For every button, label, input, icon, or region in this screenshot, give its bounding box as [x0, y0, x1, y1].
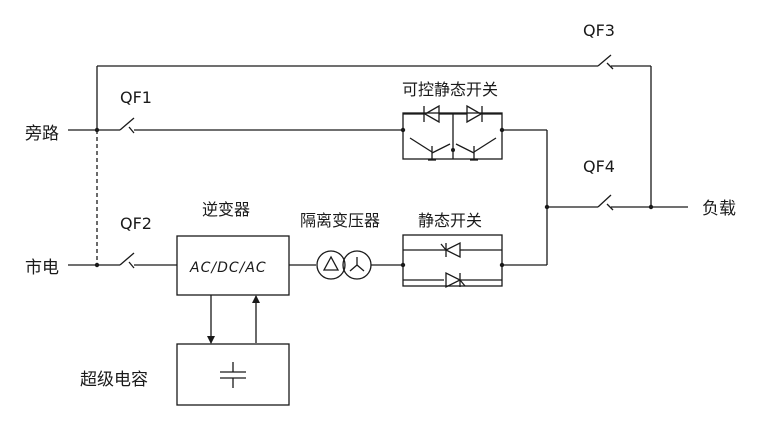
transformer-label: 隔离变压器 [300, 211, 380, 230]
load-label: 负载 [702, 199, 736, 219]
inverter-text: AC/DC/AC [189, 260, 267, 276]
supercapacitor-block [176, 343, 290, 406]
output-bus [502, 129, 688, 266]
inverter-block: AC/DC/AC [176, 235, 290, 296]
inverter-supercap-link [207, 295, 260, 344]
static-switch [400, 234, 505, 289]
qf4-label: QF4 [583, 157, 615, 176]
qf2-label: QF2 [120, 214, 152, 233]
qf3-branch [96, 54, 652, 207]
qf1-label: QF1 [120, 88, 152, 107]
isolation-transformer [316, 250, 372, 280]
static-switch-label: 静态开关 [418, 211, 482, 230]
controllable-switch-label: 可控静态开关 [402, 80, 498, 99]
qf1-contact [128, 126, 135, 134]
bypass-line [68, 117, 403, 134]
qf3-label: QF3 [583, 21, 615, 40]
supercap-label: 超级电容 [80, 370, 148, 390]
inverter-title: 逆变器 [202, 200, 250, 219]
mains-label: 市电 [25, 258, 59, 278]
controllable-static-switch [400, 104, 505, 161]
bypass-label: 旁路 [25, 124, 59, 144]
mains-line [68, 252, 177, 269]
